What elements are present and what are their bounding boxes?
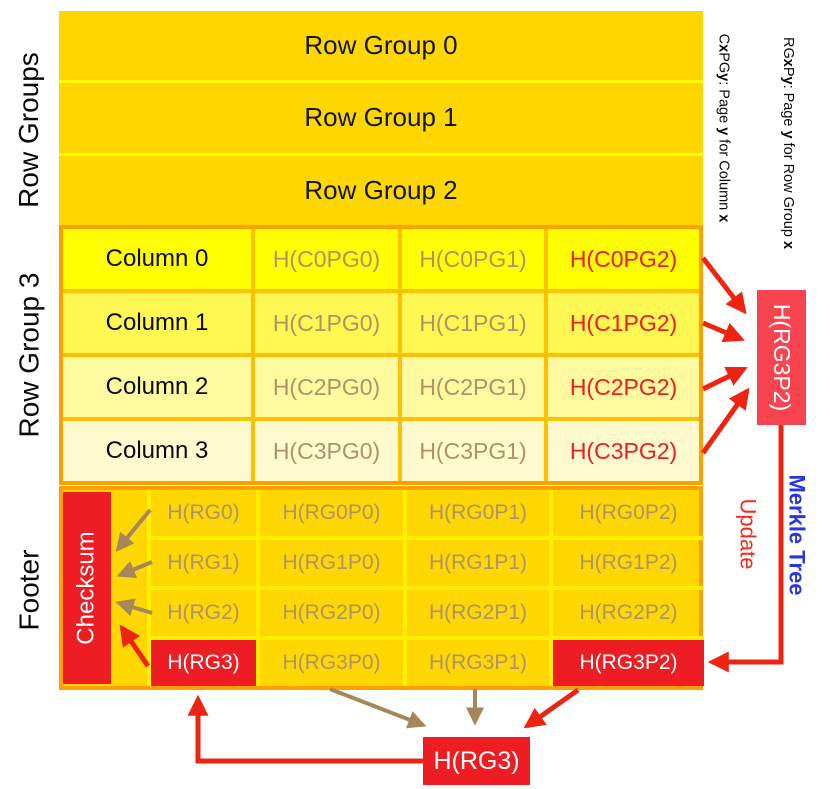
page-hash-cell: H(C0PG1): [398, 229, 544, 289]
column-label: Column 3: [105, 437, 209, 464]
legend-segment: y: [780, 76, 796, 85]
arrow-rg3p0-to-rg3-box: [329, 687, 427, 729]
footer-hash-cell: H(RG2P0): [256, 590, 403, 636]
side-label-footer: Footer: [8, 530, 50, 650]
merkle-tree-label-text: Merkle Tree: [785, 474, 811, 596]
legend-cxpgy-text: CxPGy: Page y for Column x: [715, 34, 731, 223]
legend-segment: : Page: [715, 81, 731, 128]
column-label: Column 2: [105, 373, 209, 400]
update-label: Update: [728, 495, 766, 573]
arrow-rg3p2-to-rg3-box: [523, 687, 580, 729]
legend-segment: x: [715, 214, 731, 223]
footer-hash-cell: H(RG1P1): [403, 540, 549, 586]
rg3p2-hash-box-label: H(RG3P2): [769, 303, 796, 412]
page-hash-cell: H(C3PG0): [251, 421, 398, 481]
footer-hash-cell: H(RG2): [167, 601, 240, 624]
legend-segment: x: [715, 44, 731, 53]
checksum-label: Checksum: [73, 531, 100, 645]
page-hash-cell: H(C3PG2): [544, 421, 699, 481]
footer-hash-cell: H(RG3): [151, 640, 256, 686]
legend-segment: C: [715, 33, 731, 45]
legend-segment: x: [780, 58, 796, 67]
side-label-row-groups: Row Groups: [8, 45, 50, 215]
footer-row: H(RG1) H(RG1P0)H(RG1P1)H(RG1P2): [151, 536, 704, 586]
update-label-text: Update: [735, 498, 761, 570]
legend-rgxpy-text: RGxPy: Page y for Row Group x: [780, 37, 796, 249]
footer-hash-cell: H(RG2P1): [403, 590, 549, 636]
legend-segment: PG: [715, 52, 731, 74]
row-group-bar: Row Group 1: [59, 80, 703, 152]
column-label: Column 1: [105, 309, 209, 336]
page-hash-cell: H(C1PG0): [251, 293, 398, 353]
footer-hash-cell: H(RG0P1): [403, 490, 549, 536]
page-hash-cell: H(C2PG2): [544, 357, 699, 417]
page-hash-cell: H(C0PG0): [251, 229, 398, 289]
page-hash-cell: H(C0PG2): [544, 229, 699, 289]
page-hash-cell: H(C3PG1): [398, 421, 544, 481]
legend-rgxpy: RGxPy: Page y for Row Group x: [770, 8, 806, 278]
footer-hash-cell: H(RG2P2): [549, 590, 704, 636]
footer-hash-cell: H(RG3P0): [256, 640, 403, 686]
legend-segment: y: [715, 73, 731, 82]
arrow-c1pg2-to-rg3p2-box: [702, 320, 745, 343]
legend-segment: RG: [780, 36, 796, 59]
footer-hash-cell: H(RG0P0): [256, 490, 403, 536]
footer-hash-cell: H(RG0P2): [549, 490, 704, 536]
arrow-c3pg2-to-rg3p2-box: [700, 387, 750, 455]
rg3p2-hash-box: H(RG3P2): [757, 290, 806, 425]
legend-segment: for Row Group: [780, 138, 796, 241]
column-row: Column 3 H(C3PG0)H(C3PG1)H(C3PG2): [63, 417, 699, 481]
footer-section: Checksum H(RG0)H(RG0P0)H(RG0P1)H(RG0P2)H…: [59, 486, 704, 690]
footer-hash-cell: H(RG1P2): [549, 540, 704, 586]
page-hash-cell: H(C2PG1): [398, 357, 544, 417]
footer-row: H(RG3)H(RG3P0)H(RG3P1)H(RG3P2): [151, 636, 704, 686]
rg3-hash-box: H(RG3): [423, 737, 530, 785]
footer-hash-cell: H(RG3P1): [403, 640, 549, 686]
legend-segment: : Page: [780, 84, 796, 131]
footer-hash-cell: H(RG0): [167, 501, 240, 524]
arrow-c0pg2-to-rg3p2-box: [701, 256, 747, 315]
side-label-footer-text: Footer: [13, 549, 44, 631]
footer-hash-cell: H(RG1P0): [256, 540, 403, 586]
side-label-row-groups-text: Row Groups: [13, 52, 44, 208]
legend-segment: x: [780, 240, 796, 250]
column-row: Column 1 H(C1PG0)H(C1PG1)H(C1PG2): [63, 289, 699, 353]
column-label: Column 0: [105, 245, 209, 272]
checksum-box: Checksum: [63, 492, 111, 684]
legend-segment: for Column: [715, 135, 731, 215]
arrow-rg3-box-to-rg3-cell: [187, 694, 423, 764]
merkle-tree-label: Merkle Tree: [778, 460, 816, 610]
arrow-c2pg2-to-rg3p2-box: [701, 366, 748, 392]
side-label-row-group-3-text: Row Group 3: [13, 272, 44, 438]
footer-hash-cell: H(RG3P2): [549, 640, 704, 686]
footer-hash-cell: H(RG1): [167, 551, 240, 574]
legend-segment: P: [780, 66, 796, 77]
row-group-bar: Row Group 2: [59, 152, 703, 225]
footer-grid: H(RG0)H(RG0P0)H(RG0P1)H(RG0P2)H(RG1)H(RG…: [147, 490, 704, 686]
rg3-hash-box-label: H(RG3): [433, 746, 520, 775]
legend-cxpgy: CxPGy: Page y for Column x: [705, 8, 741, 248]
legend-segment: y: [715, 127, 731, 136]
legend-segment: y: [780, 130, 796, 139]
row-group-bar: Row Group 0: [304, 30, 458, 61]
footer-row: H(RG0) H(RG0P0)H(RG0P1)H(RG0P2): [151, 490, 704, 536]
page-hash-cell: H(C1PG1): [398, 293, 544, 353]
column-row: Column 2 H(C2PG0)H(C2PG1)H(C2PG2): [63, 353, 699, 417]
page-hash-cell: H(C1PG2): [544, 293, 699, 353]
column-row: Column 0 H(C0PG0)H(C0PG1)H(C0PG2): [63, 229, 699, 289]
page-hash-cell: H(C2PG0): [251, 357, 398, 417]
side-label-row-group-3: Row Group 3: [8, 240, 50, 470]
footer-row: H(RG2) H(RG2P0)H(RG2P1)H(RG2P2): [151, 586, 704, 636]
